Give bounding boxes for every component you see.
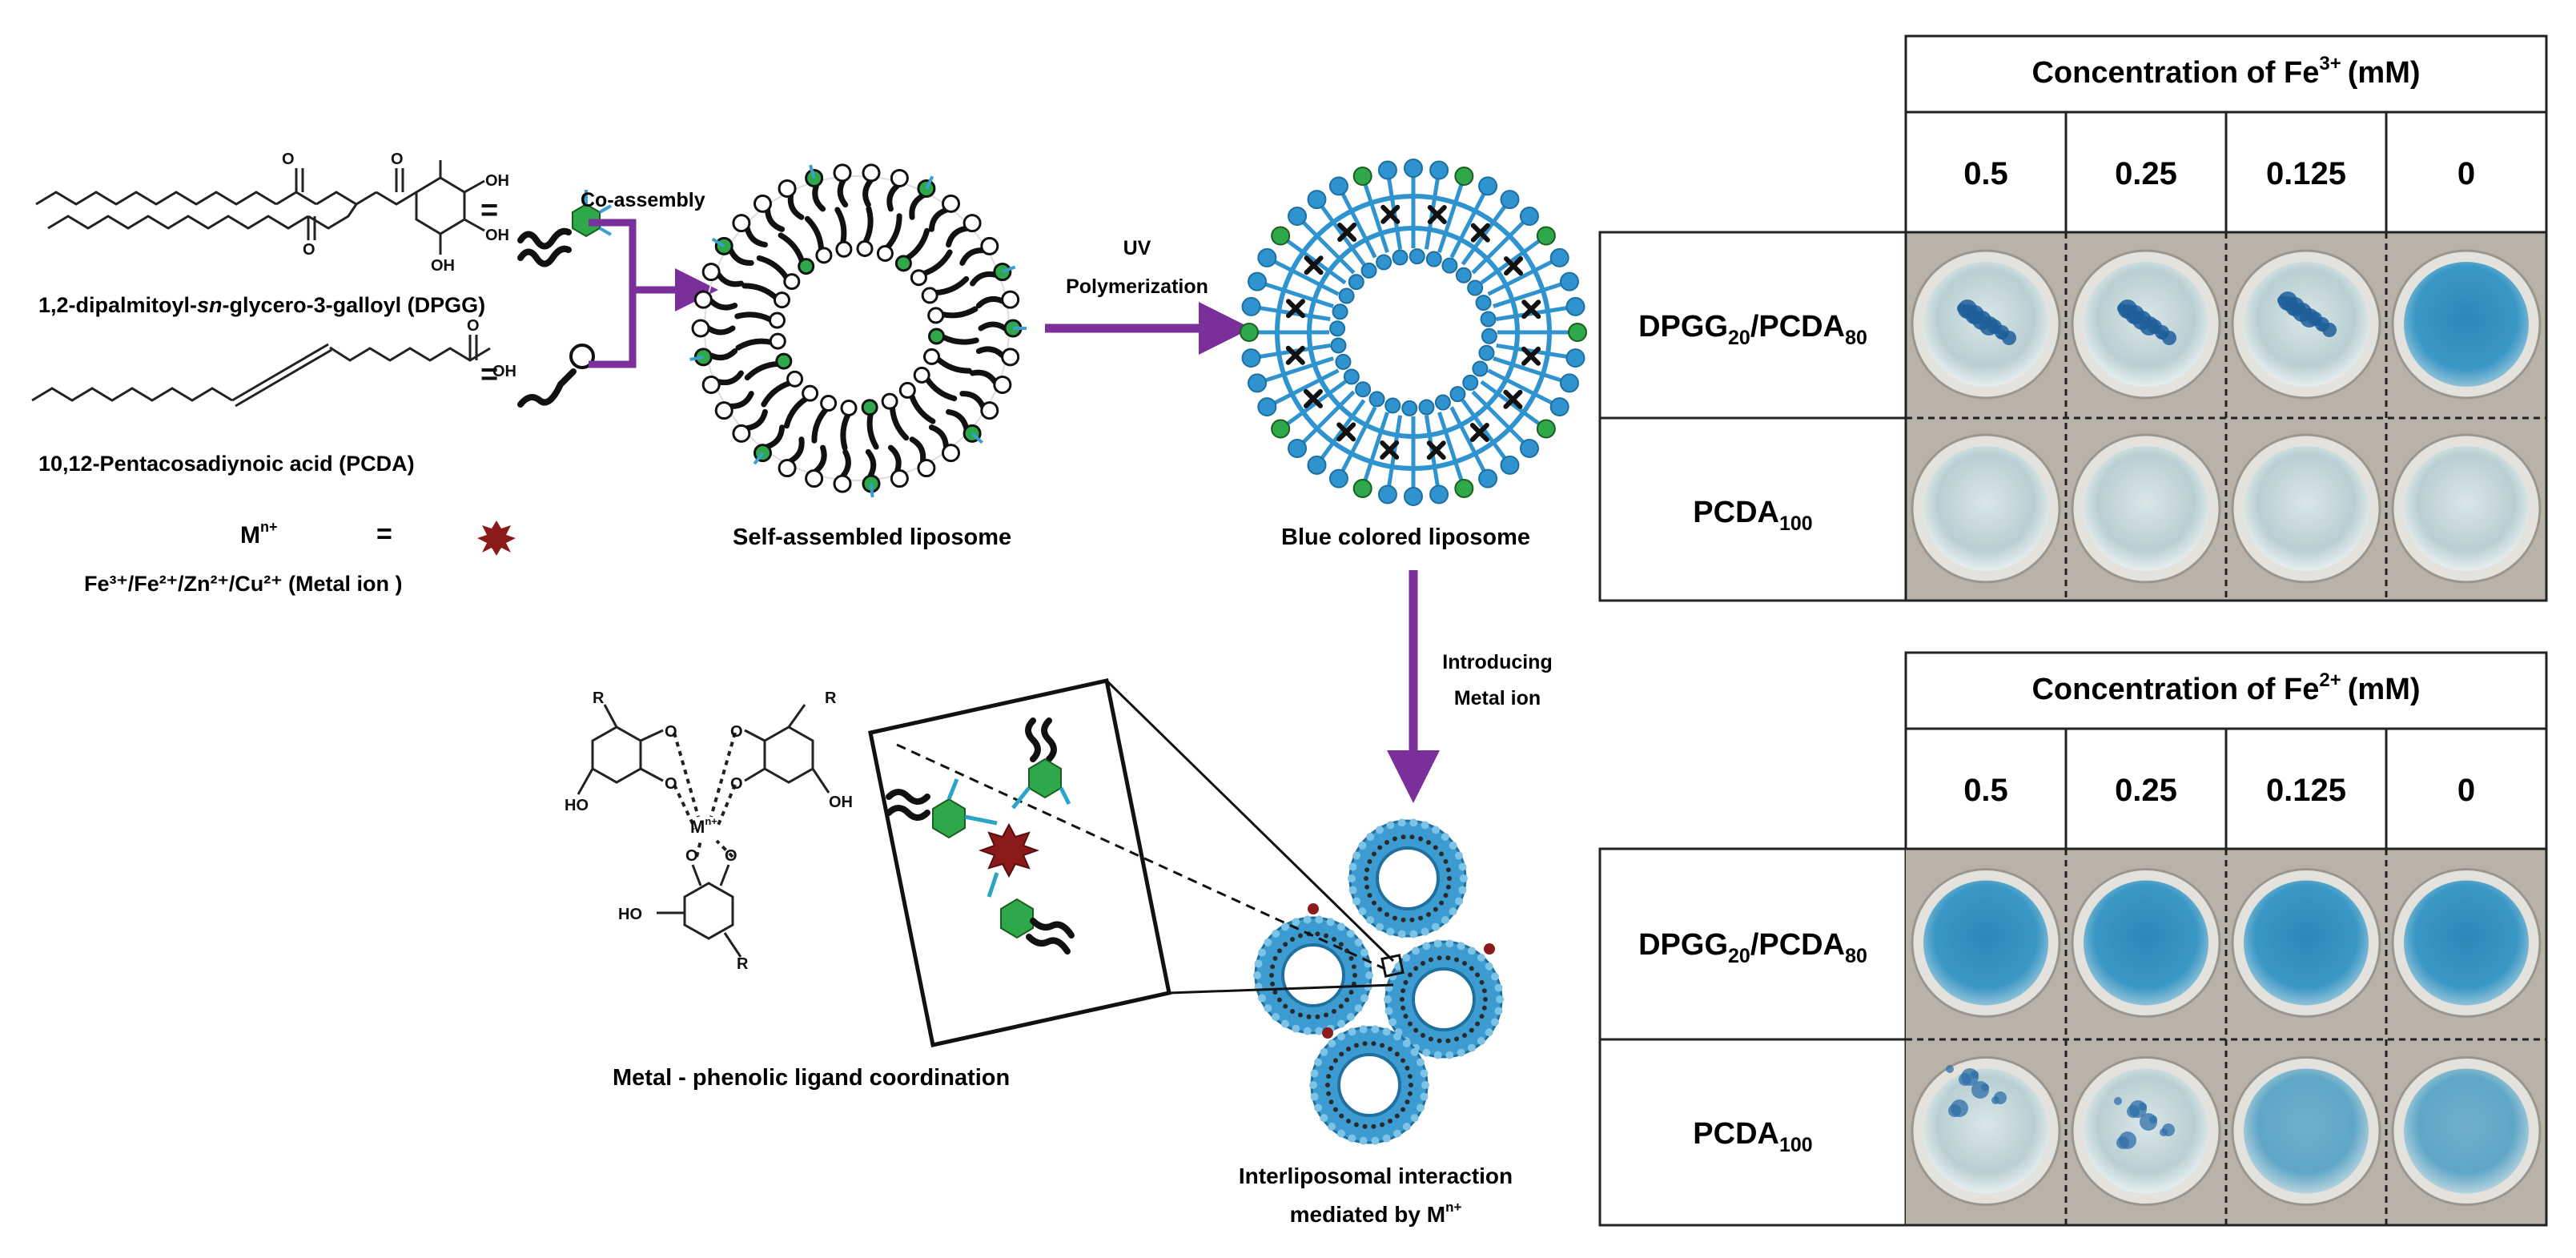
- co-assembly-label: Co-assembly: [581, 189, 705, 211]
- fe3-col-1: 0.5: [1963, 156, 2008, 191]
- complex-o2: O: [665, 775, 677, 793]
- pcda-structure: [31, 335, 491, 408]
- dpgg-o1: O: [282, 151, 295, 168]
- zoom-box: [868, 678, 1405, 1047]
- fe2-col-1: 0.5: [1963, 773, 2008, 808]
- uv-label-line2: Polymerization: [1066, 275, 1208, 298]
- dpgg-o2: O: [303, 241, 315, 259]
- complex-r1: R: [593, 689, 605, 707]
- complex-o3: O: [730, 723, 743, 741]
- metal-phenolic-complex: [577, 704, 830, 958]
- aggregated-liposomes: [1253, 818, 1504, 1145]
- fe3-col-4: 0: [2457, 156, 2475, 191]
- pcda-icon: [517, 344, 595, 408]
- complex-ho1: HO: [565, 797, 589, 814]
- complex-r2: R: [825, 689, 837, 707]
- pcda-oh: OH: [492, 363, 516, 380]
- fe3-row-dpgg: DPGG20/PCDA80: [1638, 310, 1867, 349]
- fe2-col-4: 0: [2457, 773, 2475, 808]
- complex-oh1: OH: [829, 794, 853, 811]
- metal-symbol: Mn+: [240, 519, 278, 549]
- metal-equals: =: [376, 519, 392, 549]
- complex-ho2: HO: [618, 906, 642, 923]
- dpgg-oh3: OH: [431, 257, 455, 275]
- self-assembled-label: Self-assembled liposome: [733, 525, 1011, 550]
- fe3-row-pcda: PCDA100: [1693, 496, 1812, 535]
- pcda-equals: =: [480, 358, 498, 392]
- complex-r3: R: [737, 955, 749, 973]
- metal-phenolic-label: Metal - phenolic ligand coordination: [613, 1065, 1010, 1091]
- metal-ions-label: Fe³⁺/Fe²⁺/Zn²⁺/Cu²⁺ (Metal ion ): [84, 572, 402, 596]
- complex-o1: O: [665, 723, 677, 741]
- pcda-name: 10,12-Pentacosadiynoic acid (PCDA): [38, 452, 415, 476]
- complex-o4: O: [730, 775, 743, 793]
- fe3-col-2: 0.25: [2115, 156, 2177, 191]
- table-fe3: [1598, 34, 2548, 602]
- introducing-label-line1: Introducing: [1442, 651, 1552, 673]
- fe2-col-3: 0.125: [2266, 773, 2346, 808]
- fe2-row-pcda: PCDA100: [1693, 1117, 1812, 1156]
- dpgg-o3: O: [391, 151, 404, 168]
- interlipo-label-line2: mediated by Mn+: [1290, 1200, 1462, 1227]
- fe2-row-dpgg: DPGG20/PCDA80: [1638, 928, 1867, 967]
- dpgg-oh1: OH: [485, 172, 509, 190]
- dpgg-structure: [35, 160, 485, 255]
- blue-colored-label: Blue colored liposome: [1281, 525, 1530, 550]
- table-fe2: [1598, 651, 2548, 1227]
- dpgg-oh2: OH: [485, 227, 509, 244]
- fe2-col-2: 0.25: [2115, 773, 2177, 808]
- blue-colored-liposome: [1240, 159, 1587, 506]
- dpgg-equals: =: [480, 194, 498, 227]
- introducing-label-line2: Metal ion: [1454, 687, 1541, 709]
- co-assembly-bracket: [589, 219, 718, 368]
- complex-o6: O: [725, 847, 737, 865]
- fe3-col-3: 0.125: [2266, 156, 2346, 191]
- metal-ion-icon: [477, 520, 516, 556]
- interlipo-label-line1: Interliposomal interaction: [1239, 1164, 1513, 1188]
- uv-label-line1: UV: [1123, 237, 1151, 259]
- dpgg-name: 1,2-dipalmitoyl-sn-glycero-3-galloyl (DP…: [38, 293, 485, 317]
- complex-metal: Mn+: [690, 815, 717, 837]
- self-assembled-liposome: [689, 163, 1027, 498]
- dpgg-icon: [517, 190, 612, 267]
- fe2-table-title: Concentration of Fe2+(mM): [2031, 669, 2420, 706]
- pcda-o: O: [467, 317, 480, 335]
- fe3-table-title: Concentration of Fe3+(mM): [2031, 53, 2420, 90]
- complex-o5: O: [685, 847, 698, 865]
